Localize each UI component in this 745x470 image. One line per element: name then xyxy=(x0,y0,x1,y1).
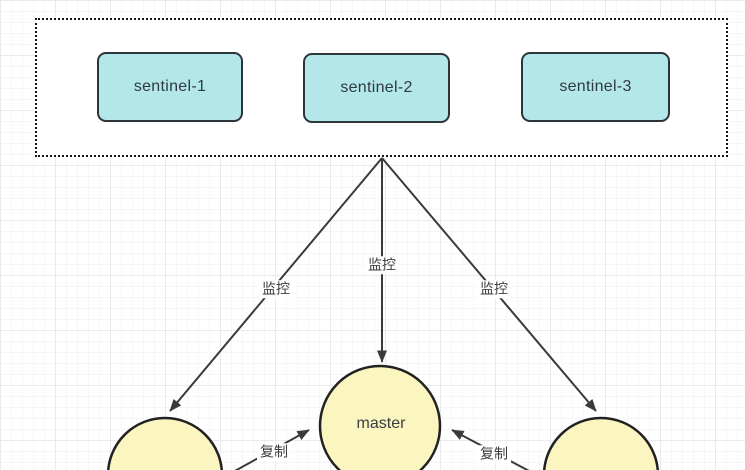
monitor-label-left: 监控 xyxy=(259,280,293,298)
sentinel-2-label: sentinel-2 xyxy=(340,79,413,96)
replicate-label-right: 复制 xyxy=(477,445,511,463)
sentinel-3-node: sentinel-3 xyxy=(521,52,670,122)
replica-right-circle xyxy=(542,416,660,470)
sentinel-1-node: sentinel-1 xyxy=(97,52,243,122)
replica-left-circle xyxy=(106,416,224,470)
monitor-label-center: 监控 xyxy=(365,256,399,274)
master-label: master xyxy=(356,415,406,432)
replicate-label-left: 复制 xyxy=(257,443,291,461)
monitor-label-right: 监控 xyxy=(477,280,511,298)
sentinel-2-node: sentinel-2 xyxy=(303,53,450,123)
sentinel-3-label: sentinel-3 xyxy=(559,78,632,95)
sentinel-1-label: sentinel-1 xyxy=(133,78,207,95)
master-circle xyxy=(318,364,442,470)
